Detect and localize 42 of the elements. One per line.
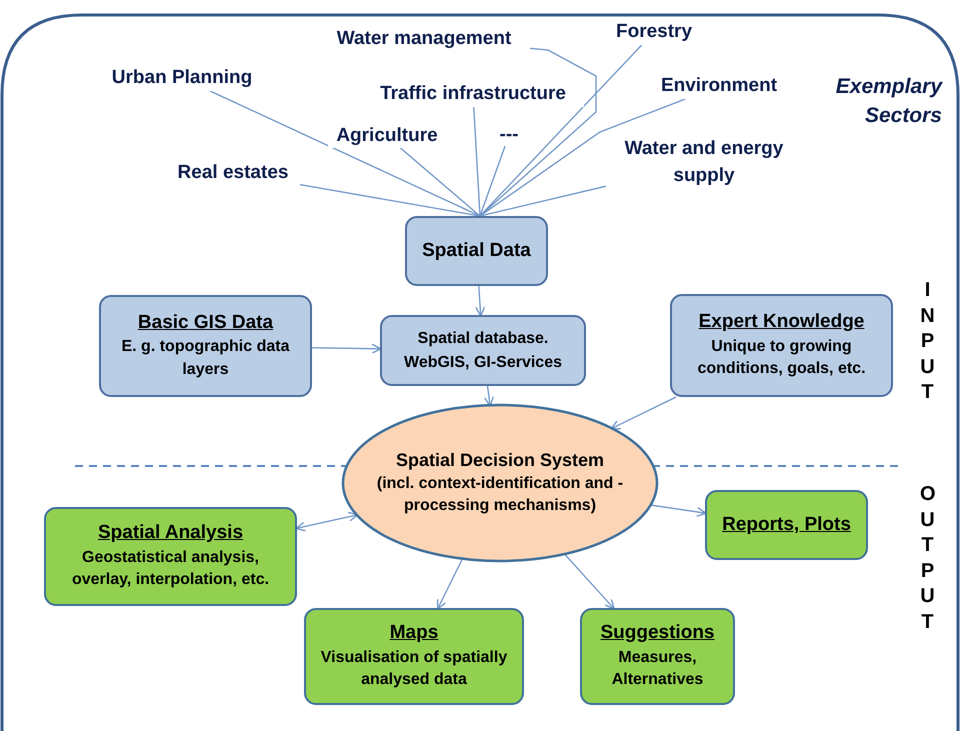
arrow — [436, 558, 464, 610]
connector-line — [480, 186, 606, 217]
node-text: (incl. context-identification and -processing mechanisms) — [376, 474, 624, 516]
node-text: Spatial database. WebGIS, GI-Services — [403, 329, 563, 372]
arrow — [295, 512, 358, 532]
node-title: Basic GIS Data — [138, 310, 274, 334]
connector-line — [479, 146, 506, 216]
input-box — [670, 294, 893, 397]
arrow — [650, 504, 707, 517]
node-text: Geostatistical analysis, overlay, interpolation, etc. — [70, 548, 270, 590]
output-box — [705, 490, 868, 560]
arrow — [312, 344, 382, 354]
node-title: Suggestions — [600, 621, 714, 645]
connector-line — [473, 106, 481, 216]
section-heading: Exemplary Sectors — [834, 74, 942, 130]
node-text: Spatial Data — [422, 239, 531, 263]
node-title: Reports, Plots — [722, 513, 851, 537]
vertical-label: INPUT — [920, 278, 935, 406]
connector-line — [400, 148, 480, 216]
arrow — [610, 396, 676, 430]
connector-line — [300, 184, 480, 217]
node-text: Visualisation of spatially analysed data — [320, 648, 508, 690]
node-title: Spatial Decision System — [396, 449, 604, 472]
arrow — [484, 386, 494, 407]
output-box — [304, 608, 524, 705]
connector-line — [210, 90, 480, 217]
node-title: Expert Knowledge — [698, 310, 864, 334]
arrow — [564, 554, 615, 610]
node-text: E. g. topographic data layers — [120, 337, 291, 380]
node-text: Measures, Alternatives — [610, 648, 704, 690]
input-box — [99, 295, 312, 397]
output-box — [580, 608, 735, 705]
input-box — [405, 216, 548, 286]
connector-line — [480, 44, 642, 216]
node-title: Spatial Analysis — [98, 521, 244, 545]
arrow — [474, 286, 486, 317]
node-title: Maps — [390, 621, 438, 645]
output-box — [44, 507, 297, 606]
vertical-label: OUTPUT — [920, 482, 935, 635]
connector-line — [480, 98, 686, 217]
node-text: Unique to growing conditions, goals, etc. — [696, 336, 867, 380]
input-box — [380, 315, 586, 386]
